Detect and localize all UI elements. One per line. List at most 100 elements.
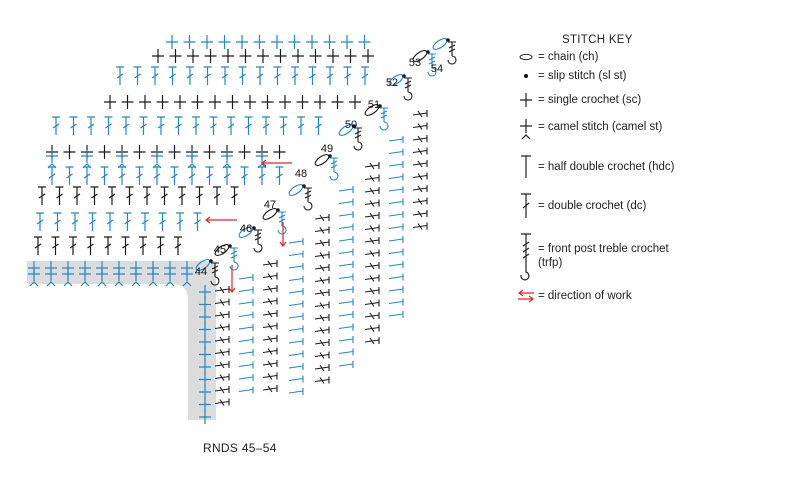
horizontal-stitch bbox=[238, 274, 254, 281]
dc-stitch bbox=[275, 166, 284, 185]
horizontal-stitch bbox=[262, 272, 278, 280]
stitch-grid bbox=[28, 35, 457, 424]
dc-stitch bbox=[192, 116, 200, 135]
sc-stitch bbox=[222, 49, 234, 63]
dc-stitch bbox=[230, 186, 239, 205]
sc-stitch bbox=[236, 35, 248, 49]
sc-stitch bbox=[306, 35, 318, 49]
key-row-single-crochet: = single crochet (sc) bbox=[512, 91, 752, 109]
horizontal-stitch bbox=[338, 336, 354, 343]
camel-stitch bbox=[221, 150, 233, 169]
sc-stitch bbox=[362, 49, 374, 63]
sc-stitch bbox=[199, 385, 211, 399]
sc-stitch bbox=[341, 35, 353, 49]
dc-stitch bbox=[153, 166, 161, 185]
sc-stitch bbox=[314, 95, 326, 109]
dc-stitch bbox=[205, 166, 214, 185]
sc-stitch bbox=[199, 347, 211, 362]
dc-stitch bbox=[151, 66, 159, 85]
stitch-key-title: STITCH KEY bbox=[562, 34, 633, 46]
horizontal-stitch bbox=[262, 385, 278, 393]
dc-stitch bbox=[36, 212, 44, 231]
sc-stitch bbox=[63, 145, 76, 159]
slip-dot bbox=[402, 74, 406, 78]
sc-stitch bbox=[133, 145, 146, 159]
sc-stitch bbox=[331, 95, 344, 109]
sc-stitch bbox=[309, 49, 322, 63]
round-label-52: 52 bbox=[386, 77, 398, 89]
horizontal-stitch bbox=[364, 287, 380, 295]
sc-stitch bbox=[199, 397, 211, 412]
horizontal-stitch bbox=[364, 324, 380, 332]
trfp-hook-icon bbox=[520, 233, 531, 281]
sc-stitch bbox=[201, 35, 213, 49]
dc-stitch bbox=[90, 186, 99, 205]
dc-stitch bbox=[108, 186, 116, 205]
horizontal-stitch bbox=[262, 360, 278, 368]
horizontal-stitch bbox=[338, 323, 354, 331]
sc-stitch bbox=[199, 297, 211, 312]
dc-stitch bbox=[188, 166, 196, 185]
horizontal-stitch bbox=[214, 323, 230, 331]
horizontal-stitch bbox=[338, 186, 354, 193]
camel-stitch bbox=[181, 268, 193, 287]
dc-stitch bbox=[343, 66, 352, 85]
dc-stitch bbox=[240, 166, 249, 185]
dc-stitch bbox=[186, 66, 194, 85]
dc-stitch bbox=[69, 236, 77, 255]
slip-dot bbox=[426, 50, 430, 54]
red-arrows-icon bbox=[518, 289, 534, 303]
sc-stitch bbox=[168, 145, 181, 159]
horizontal-stitch bbox=[412, 110, 428, 118]
round-label-47: 47 bbox=[264, 199, 276, 211]
horizontal-stitch bbox=[364, 274, 380, 282]
dc-stitch bbox=[168, 66, 177, 85]
dc-stitch bbox=[209, 116, 218, 135]
key-label-hdc: = half double crochet (hdc) bbox=[538, 161, 675, 173]
dc-stitch bbox=[123, 212, 132, 231]
horizontal-stitch bbox=[288, 263, 304, 270]
sc-stitch bbox=[199, 410, 211, 424]
horizontal-stitch bbox=[288, 350, 304, 358]
dc-stitch bbox=[118, 166, 126, 185]
horizontal-stitch bbox=[262, 322, 278, 330]
horizontal-stitch bbox=[314, 251, 330, 259]
slip-dot bbox=[209, 259, 213, 263]
dc-stitch bbox=[135, 166, 144, 185]
dc-stitch bbox=[48, 166, 56, 185]
horizontal-stitch bbox=[262, 335, 278, 343]
horizontal-stitch bbox=[388, 223, 404, 231]
sc-stitch bbox=[209, 95, 221, 109]
camel-stitch bbox=[151, 150, 163, 169]
key-row-hdc: = half double crochet (hdc) bbox=[512, 154, 752, 180]
dc-stitch bbox=[87, 116, 95, 135]
sc-stitch bbox=[327, 49, 339, 63]
dc-stitch bbox=[139, 236, 147, 255]
horizontal-stitch bbox=[288, 288, 304, 295]
dc-stitch bbox=[174, 236, 182, 255]
slip-dot bbox=[302, 184, 306, 188]
hdc-t-icon bbox=[521, 155, 531, 178]
slip-dot bbox=[446, 38, 450, 42]
horizontal-stitch bbox=[214, 373, 230, 381]
trfp-stitch bbox=[447, 41, 457, 65]
arrow-down-2 bbox=[279, 222, 287, 247]
horizontal-stitch bbox=[314, 376, 330, 384]
sc-stitch bbox=[199, 310, 211, 324]
slip-dot bbox=[352, 124, 356, 128]
key-row-dc: = double crochet (dc) bbox=[512, 192, 752, 220]
horizontal-stitch bbox=[388, 136, 404, 143]
camel-stitch bbox=[28, 268, 40, 287]
camel-stitch bbox=[113, 268, 125, 287]
dc-stitch bbox=[143, 186, 151, 205]
sc-stitch bbox=[187, 49, 199, 63]
horizontal-stitch bbox=[214, 398, 230, 406]
sc-stitch bbox=[344, 49, 357, 63]
horizontal-stitch bbox=[388, 261, 404, 268]
horizontal-stitch bbox=[288, 375, 304, 383]
horizontal-stitch bbox=[388, 148, 404, 156]
dc-stitch bbox=[69, 116, 78, 135]
sc-stitch bbox=[349, 95, 361, 109]
dc-stitch bbox=[122, 116, 130, 135]
chain-oval bbox=[288, 184, 304, 196]
